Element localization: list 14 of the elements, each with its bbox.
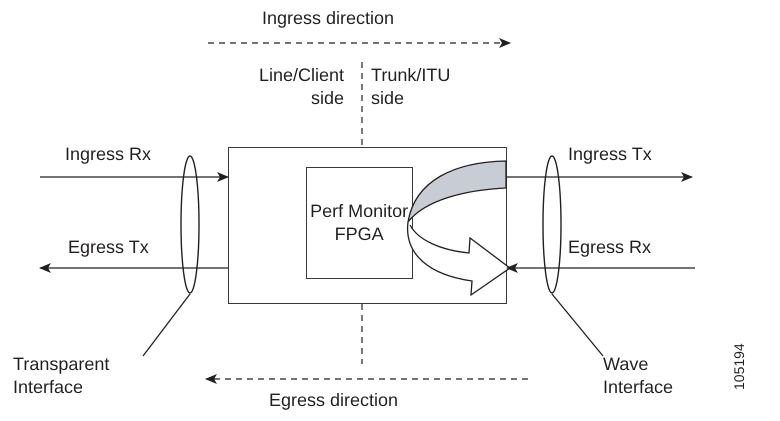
- direction-label: Egress direction: [269, 389, 398, 412]
- leader-line: [552, 294, 604, 356]
- leader-line: [142, 294, 191, 356]
- figure-number: 105194: [731, 343, 747, 390]
- signal-arrow: [507, 172, 693, 182]
- interface-ellipse: [542, 155, 562, 294]
- signal-arrow: [39, 263, 228, 273]
- signal-arrow: [40, 172, 229, 182]
- interface-ellipse: [180, 155, 200, 294]
- interface-label: Transparent Interface: [13, 352, 143, 400]
- signal-arrow: [506, 263, 695, 273]
- process-box: Perf Monitor FPGA: [306, 166, 413, 279]
- direction-label: Ingress direction: [262, 7, 394, 30]
- interface-label: Wave Interface: [603, 352, 713, 400]
